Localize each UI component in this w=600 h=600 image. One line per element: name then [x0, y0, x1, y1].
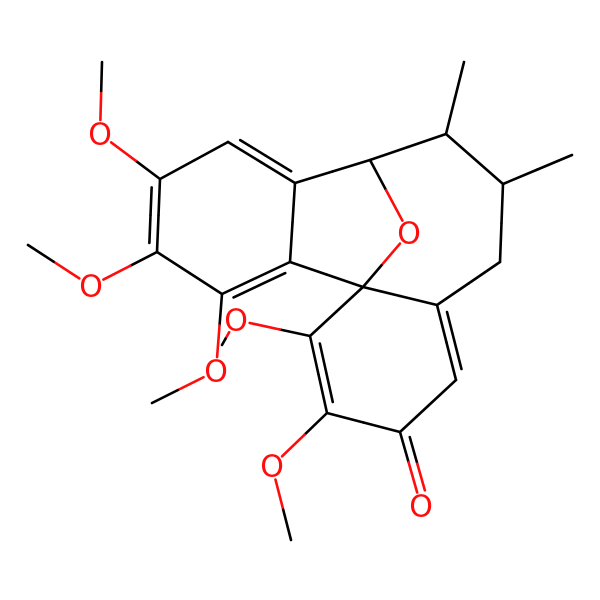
bond-ar-c-ome-mid-to-ar-c-ome-bottom-part-1	[155, 250, 191, 275]
bond-ar-c-ome-bottom-to-ar-c-bridge-bottom-second-line-part-1	[232, 283, 261, 299]
bond-o-ome-lower-left-to-me-bottom-left-part-2	[150, 388, 180, 405]
bond-o-ome-left-to-me-left-part-1	[52, 260, 81, 280]
bond-c-ome-lower-to-c-ome-upper-second-line-part-2	[318, 342, 328, 375]
bond-ch2-to-c-ring-junction-part-1	[467, 260, 502, 285]
bond-c-ome-lower-to-o-ome-bottom-part-2	[280, 433, 306, 458]
bond-ar-c-ome-mid-to-ar-c-ome-bottom-part-2	[188, 271, 224, 296]
bond-ar-c-ome-bottom-to-o-ome-lower-left-part-1	[218, 292, 224, 327]
bond-c-ome-lower-to-c-ome-upper-part-2	[308, 334, 320, 376]
bond-ch-methyl-right-to-ch2-part-1	[500, 182, 505, 225]
bond-o-ome-top-left-to-me-top-left-part-2	[99, 60, 104, 93]
bond-ch-methyl-right-to-ch2-part-2	[498, 221, 503, 264]
bond-c-ring-junction-to-ch-ene-second-line-part-1	[445, 310, 456, 342]
o-ome-top-left-label: O	[88, 118, 112, 153]
bond-layer	[26, 60, 574, 542]
bond-ch-methyl-top-to-ch-bridgehead-part-2	[368, 145, 410, 162]
bond-ch-methyl-right-to-methyl-right-part-2	[536, 153, 574, 171]
o-ome-lower-left-label: O	[204, 355, 228, 390]
bond-c-ome-lower-to-c-ome-upper-part-1	[317, 373, 329, 415]
bond-ar-c-ome-top-to-ar-c-ome-mid-second-line-part-1	[149, 186, 153, 217]
o-bridge-label: O	[397, 217, 421, 252]
bond-ar-c-bridge-top-to-ar-ch-second-line-part-1	[264, 154, 293, 173]
bond-ar-c-ome-bottom-to-ar-c-bridge-bottom-second-line-part-2	[258, 271, 287, 287]
bond-c-ring-junction-to-ch-ene-second-line-part-2	[452, 339, 463, 371]
bond-ar-c-bridge-top-to-ar-c-bridge-bottom-part-2	[288, 221, 294, 264]
o-ketone-label-backdrop	[409, 494, 433, 518]
bond-ch-bridgehead-to-o-bridge-part-2	[384, 189, 404, 222]
bond-o-ome-bottom-to-me-lower-part-2	[281, 508, 293, 542]
bond-ch-methyl-top-to-ch-bridgehead-part-1	[406, 132, 448, 149]
o-ome-center-label: O	[224, 304, 248, 339]
bond-ar-c-ome-bottom-to-ar-c-bridge-bottom-part-2	[254, 260, 292, 280]
o-ome-bottom-label: O	[260, 450, 284, 485]
o-ome-bottom-label-backdrop	[260, 454, 284, 478]
bond-ar-c-ome-top-to-o-ome-top-left-part-1	[134, 159, 162, 181]
bond-c-ketone-to-o-ketone-part-2	[407, 460, 419, 494]
bond-methyl-top-to-ch-methyl-top-part-2	[444, 96, 457, 136]
bond-ar-c-ome-top-to-ar-c-ome-mid-part-2	[155, 214, 160, 254]
bond-ar-c-ome-top-to-o-ome-top-left-part-2	[109, 141, 137, 162]
o-ome-lower-left-label-backdrop	[204, 359, 228, 383]
bond-c-ketone-to-o-ketone-part-1	[398, 430, 410, 464]
bond-o-ome-center-to-me-ar-bottom-part-2	[220, 337, 227, 347]
bond-ch-methyl-top-to-ch-methyl-right-part-1	[444, 132, 476, 161]
bond-ar-c-bridge-top-to-ar-ch-part-2	[226, 140, 263, 164]
o-ome-top-left-label-backdrop	[88, 122, 112, 146]
bond-ar-c-ome-mid-to-o-ome-left-part-2	[102, 264, 132, 281]
bond-c-ketone-to-c-ome-lower-part-2	[325, 411, 365, 424]
o-ketone-label: O	[409, 490, 433, 525]
bond-ar-c-ome-top-to-ar-c-ome-mid-second-line-part-2	[148, 213, 152, 245]
bond-o-ome-lower-left-to-me-bottom-left-part-1	[176, 375, 205, 392]
bond-ch-bridgehead-to-o-bridge-part-1	[368, 158, 388, 192]
bond-c-spiro-to-c-ring-junction-part-1	[361, 285, 402, 298]
bond-o-ome-bottom-to-me-lower-part-1	[274, 478, 285, 512]
bond-ar-c-bridge-top-to-ar-c-bridge-bottom-part-1	[291, 181, 297, 224]
bond-c-ome-upper-to-o-ome-center-part-1	[278, 328, 312, 338]
bond-o-ome-left-to-me-left-part-2	[26, 243, 55, 263]
bond-ar-c-ome-top-to-ar-c-ome-mid-part-1	[157, 177, 162, 217]
bond-c-spiro-to-ar-c-bridge-bottom-part-2	[288, 260, 328, 276]
bond-ch-ene-to-c-ketone-part-2	[398, 404, 430, 434]
bond-ar-ch-to-ar-c-ome-top-part-2	[158, 159, 196, 181]
bond-c-ome-lower-to-o-ome-bottom-part-1	[303, 411, 329, 436]
bond-ch-bridgehead-to-ar-c-bridge-top-part-1	[331, 158, 372, 173]
bond-o-ome-top-left-to-me-top-left-part-1	[99, 89, 103, 122]
bond-c-ring-junction-to-ch-ene-part-2	[445, 341, 458, 382]
bond-ch-methyl-top-to-ch-methyl-right-part-2	[473, 157, 505, 186]
bond-ar-ch-to-ar-c-ome-top-part-1	[192, 140, 230, 162]
bond-ar-c-ome-bottom-to-o-ome-lower-left-part-2	[215, 324, 221, 359]
bond-ar-c-bridge-top-to-ar-ch-second-line-part-2	[238, 138, 267, 157]
bond-c-ring-junction-to-ch-ene-part-1	[435, 303, 448, 344]
bond-c-ketone-to-c-ome-lower-part-1	[362, 421, 402, 434]
bond-methyl-top-to-ch-methyl-top-part-1	[453, 60, 466, 100]
bond-c-spiro-to-ar-c-bridge-bottom-part-1	[325, 273, 365, 289]
bond-c-ome-upper-to-c-spiro-part-1	[308, 310, 338, 338]
bond-ar-c-ome-mid-to-o-ome-left-part-1	[128, 250, 159, 268]
o-ome-left-label-backdrop	[79, 274, 103, 298]
bond-c-ome-upper-to-o-ome-center-part-2	[248, 321, 282, 331]
bond-ch-ene-to-c-ketone-part-1	[426, 378, 458, 408]
o-ome-left-label: O	[79, 270, 103, 305]
bond-c-ketone-to-o-ketone-second-line-part-2	[416, 462, 427, 492]
bond-o-bridge-to-c-spiro-part-2	[361, 264, 383, 289]
bond-c-ketone-to-o-ketone-second-line-part-1	[408, 435, 419, 466]
bond-ch2-to-c-ring-junction-part-2	[435, 282, 470, 307]
bond-ch-bridgehead-to-ar-c-bridge-top-part-2	[293, 170, 334, 185]
bond-ar-c-ome-bottom-to-ar-c-bridge-bottom-part-1	[220, 276, 258, 296]
bond-c-ome-lower-to-c-ome-upper-second-line-part-1	[325, 371, 335, 404]
bond-o-bridge-to-c-spiro-part-1	[380, 242, 402, 267]
o-bridge-label-backdrop	[397, 221, 421, 245]
bond-c-ome-upper-to-c-spiro-part-2	[335, 285, 365, 313]
bond-ar-c-bridge-top-to-ar-ch-part-1	[260, 161, 297, 185]
bond-ch-methyl-right-to-methyl-right-part-1	[501, 168, 539, 186]
o-ome-center-label-backdrop	[224, 308, 248, 332]
bond-c-spiro-to-c-ring-junction-part-2	[398, 294, 439, 307]
